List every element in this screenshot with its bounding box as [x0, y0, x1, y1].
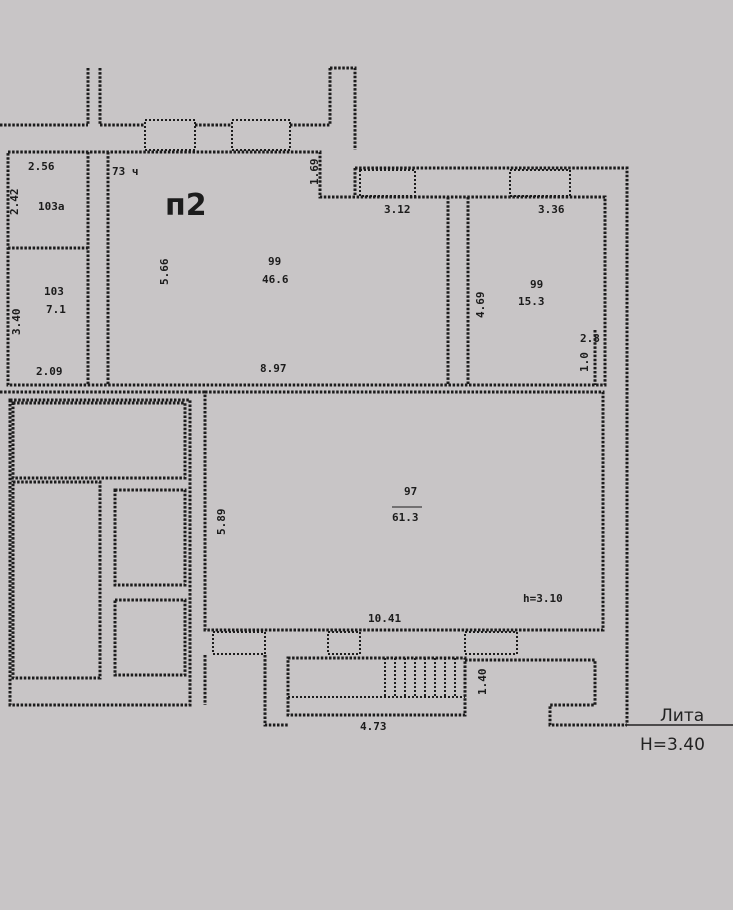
dim: 8.97 [260, 362, 287, 375]
room-97-number: 97 [404, 485, 417, 498]
room-99b-number: 99 [530, 278, 543, 291]
stamp-height: H=3.40 [640, 735, 705, 755]
dim: 5.89 [215, 509, 228, 536]
note: 73 ч [112, 165, 139, 178]
dim: 10.41 [368, 612, 401, 625]
dim: 4.73 [360, 720, 387, 733]
room-103a-label: 103а [38, 200, 65, 213]
stamp-title: Лита [660, 706, 704, 726]
dim: 3.40 [10, 309, 23, 336]
window [231, 119, 291, 151]
dim: 1.0 [578, 352, 591, 372]
room-103-area: 7.1 [46, 303, 66, 316]
dim: 5.66 [158, 258, 171, 285]
porch [286, 656, 467, 717]
window [212, 631, 266, 655]
section-label: п2 [165, 188, 207, 223]
dim: 2.8 [580, 332, 600, 345]
window [509, 169, 571, 197]
labels: п2 2.56 2.42 103а 103 7.1 3.40 2.09 73 ч… [8, 159, 705, 756]
room-103-number: 103 [44, 285, 64, 298]
room-99-area: 46.6 [262, 273, 289, 286]
window [359, 169, 416, 197]
room-99b-area: 15.3 [518, 295, 545, 308]
room-99-number: 99 [268, 255, 281, 268]
room-97-area: 61.3 [392, 511, 419, 524]
dim: 1.40 [476, 669, 489, 696]
dim: 1.69 [308, 159, 321, 186]
dim: 3.36 [538, 203, 565, 216]
walls [0, 66, 733, 727]
dim: 3.12 [384, 203, 411, 216]
dim: 2.56 [28, 160, 55, 173]
dim: 2.42 [8, 189, 21, 216]
window [464, 631, 518, 655]
door [327, 631, 361, 655]
dim: 2.09 [36, 365, 63, 378]
ceiling-height: h=3.10 [523, 592, 563, 605]
window [144, 119, 196, 151]
dim: 4.69 [474, 292, 487, 319]
